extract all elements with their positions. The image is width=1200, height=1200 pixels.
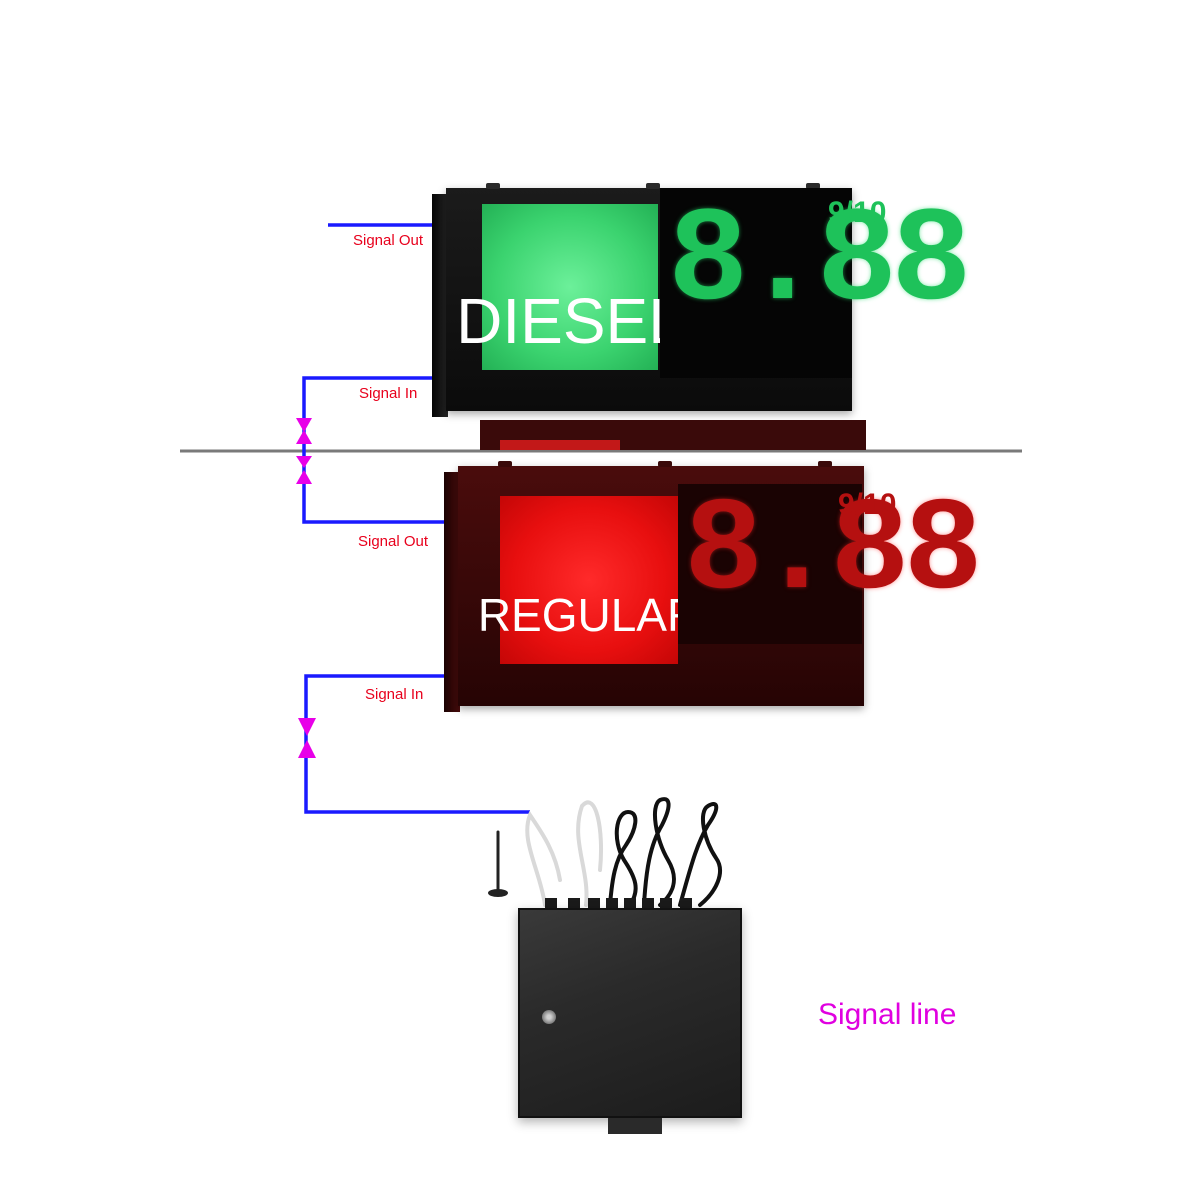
- connector: [606, 898, 618, 910]
- fuel-label-text: REGULAR: [477, 589, 701, 641]
- arrow-up-icon: [298, 740, 316, 758]
- diesel-price-sign: DIESEL 8.88 9/10: [432, 183, 972, 417]
- controller-box: [518, 908, 742, 1134]
- mount-bracket: [498, 461, 512, 467]
- signal-line-legend: Signal line: [818, 998, 957, 1031]
- connector: [642, 898, 654, 910]
- diesel-signal-in-label: Signal In: [359, 385, 418, 402]
- mount-bracket: [818, 461, 832, 467]
- mount-bracket: [486, 183, 500, 189]
- diesel-to-regular-wire: [302, 376, 454, 524]
- arrow-down-icon: [298, 718, 316, 736]
- controller-cables: [488, 797, 722, 907]
- sign-side-edge: [444, 472, 460, 712]
- black-cable-1: [608, 809, 638, 907]
- price-display-panel: 8.88 9/10: [660, 188, 972, 378]
- price-display-panel: 8.88 9/10: [678, 484, 983, 644]
- connector: [680, 898, 692, 910]
- mount-bracket: [646, 183, 660, 189]
- mount-bracket: [658, 461, 672, 467]
- connector: [545, 898, 557, 910]
- arrow-group-upper: [296, 418, 312, 484]
- black-cable-2: [642, 797, 676, 907]
- black-cable-3: [678, 802, 722, 907]
- arrow-group-lower: [298, 718, 316, 758]
- connector: [660, 898, 672, 910]
- arrow-down-icon: [296, 418, 312, 432]
- arrow-up-icon: [296, 470, 312, 484]
- sign-side-edge: [432, 194, 448, 417]
- regular-signal-in-label: Signal In: [365, 686, 424, 703]
- fuel-label-panel: REGULAR: [478, 496, 700, 664]
- antenna-base: [488, 889, 508, 897]
- sign-reflection: [480, 420, 866, 450]
- white-cable-1: [525, 810, 562, 907]
- price-fraction: 9/10: [838, 488, 897, 521]
- diesel-signal-out-label: Signal Out: [353, 232, 424, 249]
- mount-bracket: [806, 183, 820, 189]
- controller-connectors: [545, 898, 692, 910]
- reflection-panel: [500, 440, 620, 450]
- price-digits: 8.88: [668, 187, 972, 339]
- fuel-label-panel: DIESEL: [456, 204, 684, 370]
- arrow-up-icon: [296, 430, 312, 444]
- connector: [588, 898, 600, 910]
- connector: [568, 898, 580, 910]
- regular-signal-out-label: Signal Out: [358, 533, 429, 550]
- price-fraction: 9/10: [828, 196, 887, 229]
- lock-icon: [542, 1010, 556, 1024]
- arrow-down-icon: [296, 456, 312, 468]
- regular-price-sign: REGULAR 8.88 9/10: [444, 461, 983, 712]
- price-digits: 8.88: [684, 477, 983, 627]
- connector: [624, 898, 636, 910]
- fuel-label-text: DIESEL: [456, 285, 684, 357]
- white-cable-2: [576, 800, 604, 907]
- mount-tab: [608, 1118, 662, 1134]
